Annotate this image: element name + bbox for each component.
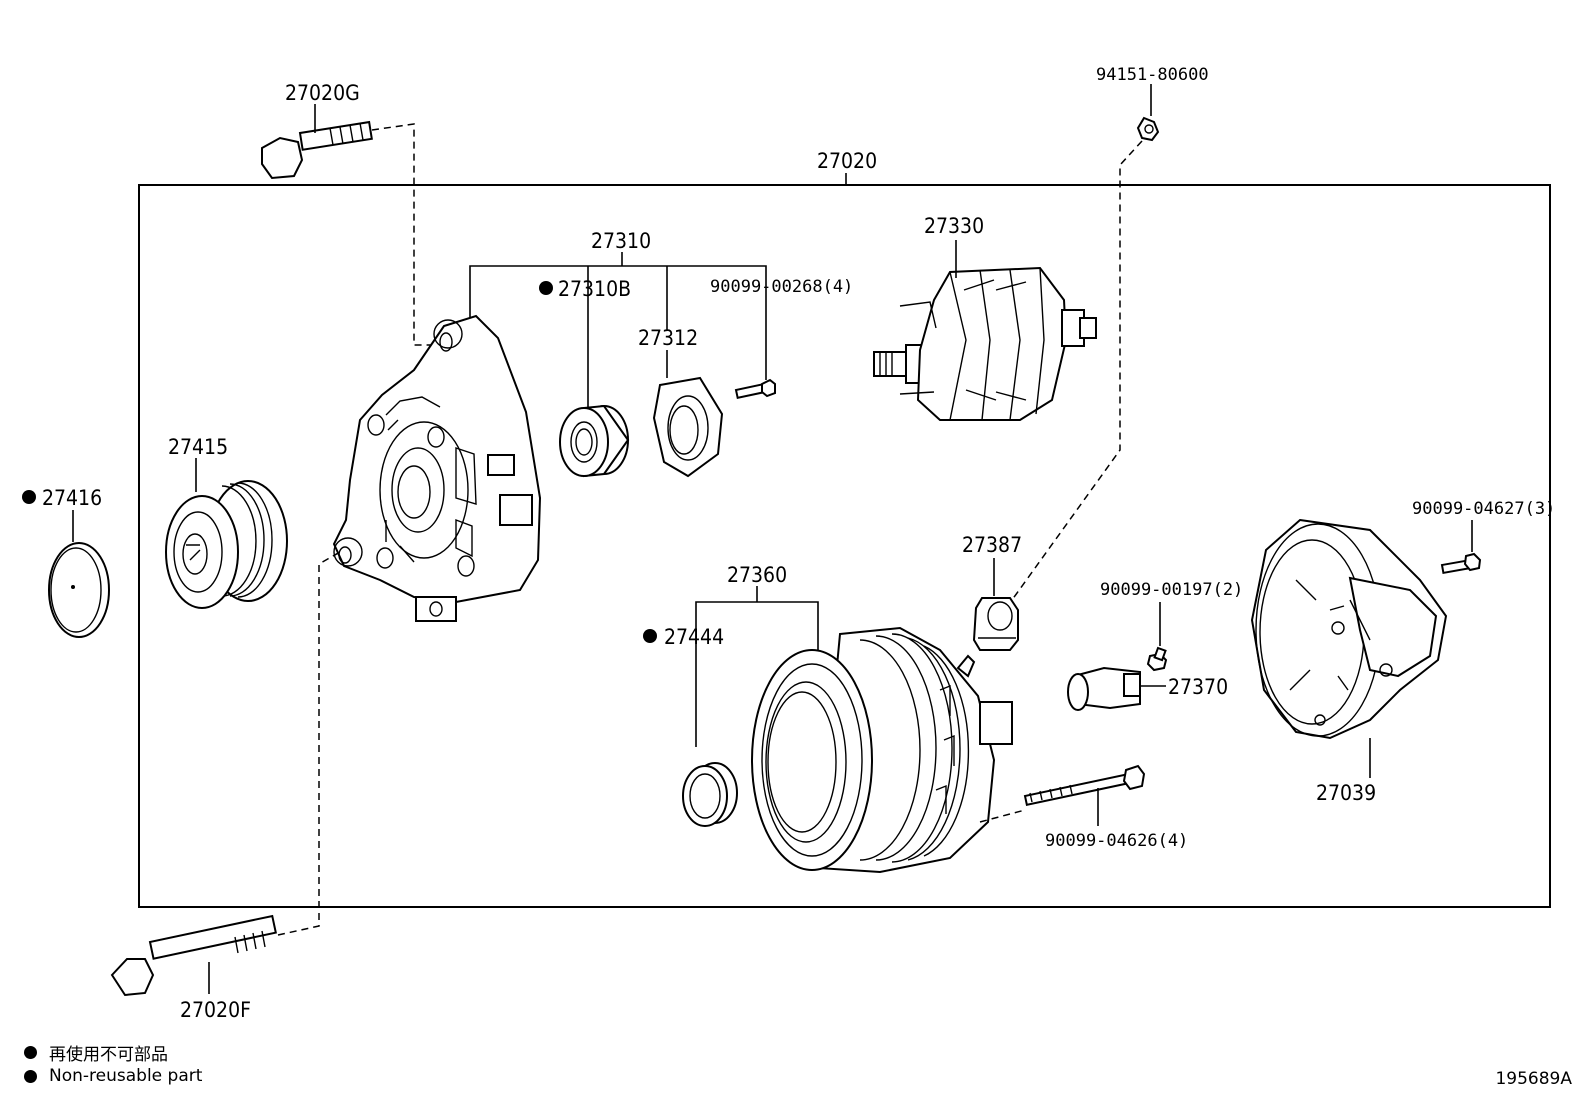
label-90099-00268: 90099-00268(4) bbox=[710, 277, 853, 297]
label-27312: 27312 bbox=[638, 326, 698, 350]
label-27444: 27444 bbox=[664, 625, 724, 649]
label-27310b: 27310B bbox=[558, 277, 631, 301]
pulley-27415 bbox=[165, 480, 288, 609]
retainer-27312 bbox=[652, 376, 724, 478]
through-bolt-90099-04626 bbox=[1023, 764, 1146, 806]
label-27020g: 27020G bbox=[285, 81, 360, 105]
brush-holder-27387 bbox=[972, 597, 1019, 651]
bolt-27020f bbox=[110, 914, 277, 997]
screw-90099-00197 bbox=[1146, 646, 1168, 672]
nonreusable-dot-27310b bbox=[539, 281, 553, 295]
legend-dot-icon bbox=[24, 1046, 37, 1059]
bolt-27020g bbox=[261, 120, 373, 180]
label-27039: 27039 bbox=[1316, 781, 1376, 805]
nut-94151-80600 bbox=[1136, 116, 1160, 142]
drive-frame-27310 bbox=[332, 314, 542, 622]
terminal-insulator-27370 bbox=[1067, 666, 1141, 711]
legend-en-text: Non-reusable part bbox=[49, 1066, 203, 1086]
label-90099-04627: 90099-04627(3) bbox=[1412, 499, 1555, 519]
legend-jp-text: 再使用不可部品 bbox=[49, 1045, 168, 1065]
label-27310: 27310 bbox=[591, 229, 651, 253]
label-27020: 27020 bbox=[817, 149, 877, 173]
label-27415: 27415 bbox=[168, 435, 228, 459]
label-27387: 27387 bbox=[962, 533, 1022, 557]
insulator-27444 bbox=[682, 762, 738, 827]
label-27370: 27370 bbox=[1168, 675, 1228, 699]
figure-reference-number: 195689A bbox=[1495, 1069, 1572, 1089]
label-27020f: 27020F bbox=[180, 998, 251, 1022]
screw-90099-04627 bbox=[1440, 552, 1482, 575]
legend-en: Non-reusable part bbox=[24, 1066, 202, 1086]
label-27360: 27360 bbox=[727, 563, 787, 587]
label-90099-04626: 90099-04626(4) bbox=[1045, 831, 1188, 851]
label-90099-00197: 90099-00197(2) bbox=[1100, 580, 1243, 600]
assembly-frame bbox=[138, 184, 1551, 908]
rotor-27330 bbox=[873, 266, 1097, 421]
rear-cover-27039 bbox=[1250, 518, 1448, 740]
label-94151-80600: 94151-80600 bbox=[1096, 65, 1209, 85]
label-27416: 27416 bbox=[42, 486, 102, 510]
stator-27360 bbox=[751, 626, 1013, 874]
legend-jp: 再使用不可部品 bbox=[24, 1040, 168, 1065]
bearing-27310b bbox=[559, 404, 630, 478]
label-27330: 27330 bbox=[924, 214, 984, 238]
screw-90099-00268 bbox=[734, 378, 776, 400]
legend-dot-icon bbox=[24, 1069, 37, 1083]
cap-27416 bbox=[48, 542, 110, 638]
nonreusable-dot-27416 bbox=[22, 490, 36, 504]
nonreusable-dot-27444 bbox=[643, 629, 657, 643]
